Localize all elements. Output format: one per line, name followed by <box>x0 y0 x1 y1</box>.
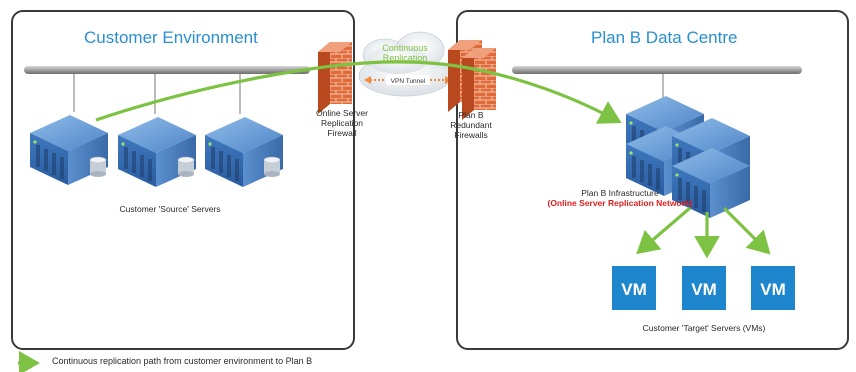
vm-box <box>612 266 656 310</box>
infrastructure-sublabel: (Online Server Replication Network) <box>547 198 693 209</box>
left-network-bus <box>24 66 310 74</box>
cloud-label-line2: Replication <box>383 53 428 63</box>
firewall-label-line: Firewall <box>327 128 357 139</box>
replication-path-arrow <box>95 60 622 124</box>
customer-environment-title: Customer Environment <box>84 28 258 47</box>
storage-disk-icon <box>89 156 107 178</box>
cloud-label-line1: Continuous <box>382 43 428 53</box>
replication-firewall-label: Online Server Replication Firewall <box>304 108 380 139</box>
vm-arrow <box>636 206 692 255</box>
infrastructure-title: Plan B Infrastructure <box>581 188 659 198</box>
source-servers-caption: Customer 'Source' Servers <box>119 204 221 214</box>
vpn-tunnel <box>364 75 452 85</box>
vm-box <box>682 266 726 310</box>
storage-disk-icon <box>263 156 281 178</box>
replication-firewall-icon <box>318 42 352 114</box>
firewall-label-line: Redundant <box>450 120 492 131</box>
plan-b-data-centre-title: Plan B Data Centre <box>591 28 738 47</box>
target-servers-caption: Customer 'Target' Servers (VMs) <box>642 323 766 333</box>
firewall-label-line: Plan B <box>458 110 484 120</box>
vm-label: VM <box>621 280 647 299</box>
storage-disk-icon <box>177 156 195 178</box>
firewall-label-line: Replication <box>320 118 364 129</box>
firewall-label-line: Firewalls <box>454 130 488 141</box>
vm-box <box>751 266 795 310</box>
vm-arrow <box>722 206 771 255</box>
legend-text: Continuous replication path from custome… <box>52 356 313 366</box>
infrastructure-label: Plan B Infrastructure (Online Server Rep… <box>520 188 720 208</box>
right-network-bus <box>512 66 802 74</box>
vm-label: VM <box>691 280 717 299</box>
firewall-label-line: Online Server <box>316 108 368 118</box>
redundant-firewalls-label: Plan B Redundant Firewalls <box>436 110 506 141</box>
vm-label: VM <box>760 280 786 299</box>
vpn-tunnel-label: VPN Tunnel <box>391 78 426 85</box>
